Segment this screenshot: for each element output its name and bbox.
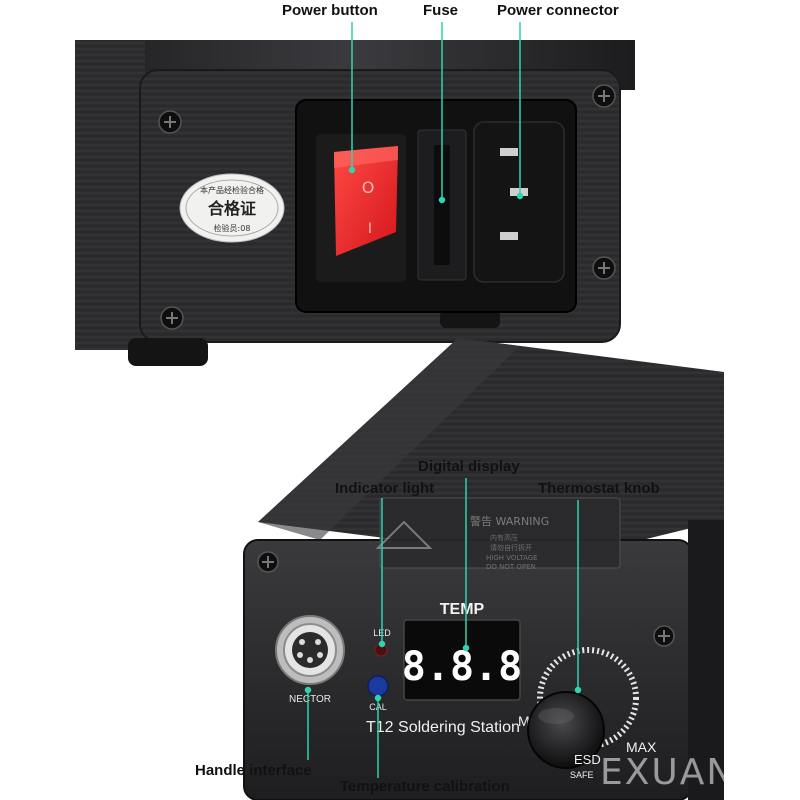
handle-connector[interactable] (275, 615, 345, 685)
warning-line: 内有高压 (490, 533, 518, 542)
label-power-button: Power button (282, 2, 378, 19)
switch-on-symbol: I (368, 221, 372, 237)
callout-dot (462, 644, 470, 652)
temp-label: TEMP (440, 601, 485, 618)
rear-foot-left (128, 338, 208, 366)
label-digital-display: Digital display (418, 458, 520, 475)
label-thermostat-knob: Thermostat knob (538, 480, 660, 497)
warning-line: 请勿自行拆开 (490, 543, 532, 552)
power-switch[interactable]: O I (334, 146, 398, 256)
label-power-connector: Power connector (497, 2, 619, 19)
fuse-slot (434, 145, 450, 265)
certificate-top-text: 本产品经检验合格 (200, 185, 264, 195)
warning-line: HIGH VOLTAGE (486, 554, 538, 562)
callout-dot (438, 196, 446, 204)
max-label: MAX (626, 739, 657, 755)
watermark: EXUAN (600, 752, 736, 793)
callout-dot (374, 694, 382, 702)
safe-label: SAFE (570, 770, 594, 780)
screw-icon (592, 84, 616, 108)
socket-pin (510, 188, 528, 196)
rear-unit-side (75, 40, 145, 350)
callout-dot (348, 166, 356, 174)
callout-dot (516, 192, 524, 200)
socket-pin (500, 148, 518, 156)
screw-icon (158, 110, 182, 134)
rear-foot-right (440, 310, 500, 328)
front-unit-top-shade (258, 338, 520, 540)
digital-display (403, 619, 521, 701)
thermostat-knob[interactable] (527, 691, 605, 769)
callout-dot (304, 686, 312, 694)
warning-triangle-icon (375, 520, 433, 549)
model-label: T12 Soldering Station (366, 719, 520, 736)
label-indicator-light: Indicator light (335, 480, 435, 497)
screw-icon (160, 306, 184, 330)
warning-line: DO NOT OPEN (486, 563, 536, 571)
min-label: M (518, 713, 530, 729)
label-handle-interface: Handle interface (195, 762, 312, 779)
screw-icon (653, 625, 675, 647)
connector-label: NECTOR (289, 694, 331, 705)
certificate-sticker: 本产品经检验合格 合格证 检验员:08 (179, 173, 285, 243)
screw-icon (257, 551, 279, 573)
power-socket[interactable] (473, 121, 565, 283)
screw-icon (592, 256, 616, 280)
certificate-main-text: 合格证 (208, 199, 256, 218)
rear-unit: 本产品经检验合格 合格证 检验员:08 O I (75, 40, 635, 366)
callout-lines (304, 22, 582, 778)
socket-pin (500, 232, 518, 240)
front-panel-right-side (688, 520, 724, 800)
callout-dot (574, 686, 582, 694)
front-unit: 警告 WARNING 内有高压 请勿自行拆开 HIGH VOLTAGE DO N… (243, 338, 724, 800)
callout-dot (378, 640, 386, 648)
warning-title: 警告 WARNING (470, 514, 549, 528)
knob-highlight (538, 708, 574, 724)
display-digits: 8.8.8 (402, 644, 522, 690)
certificate-bottom-text: 检验员:08 (214, 223, 251, 233)
esd-label: ESD (574, 752, 601, 767)
label-fuse: Fuse (423, 2, 459, 19)
calibration-button[interactable] (367, 675, 389, 697)
label-temperature-calibration: Temperature calibration (340, 778, 510, 795)
warning-plate: 警告 WARNING 内有高压 请勿自行拆开 HIGH VOLTAGE DO N… (375, 497, 621, 571)
switch-off-symbol: O (362, 178, 375, 197)
